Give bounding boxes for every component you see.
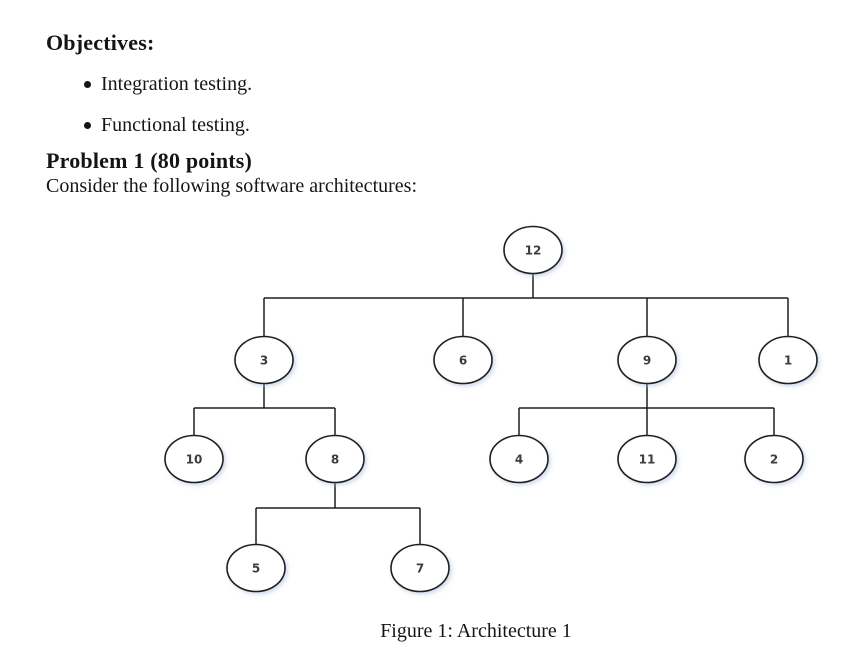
tree-node-10: 10 xyxy=(164,434,224,484)
node-circle xyxy=(234,335,294,385)
node-label: 10 xyxy=(186,453,203,467)
node-circle xyxy=(305,434,365,484)
tree-node-5: 5 xyxy=(226,543,286,593)
node-label: 2 xyxy=(770,453,778,467)
bullet-icon xyxy=(84,81,91,88)
node-label: 4 xyxy=(515,453,523,467)
node-label: 12 xyxy=(525,244,542,258)
bullet-label: Integration testing. xyxy=(101,73,253,95)
node-label: 9 xyxy=(643,354,651,368)
intro-text: Consider the following software architec… xyxy=(46,175,417,197)
tree-node-9: 9 xyxy=(617,335,677,385)
node-label: 8 xyxy=(331,453,339,467)
bullet-item-integration-testing: Integration testing. xyxy=(84,73,252,96)
figure-caption: Figure 1: Architecture 1 xyxy=(380,620,572,642)
tree-edges xyxy=(193,273,789,545)
node-circle xyxy=(617,434,677,484)
tree-node-7: 7 xyxy=(390,543,450,593)
node-circle xyxy=(164,434,224,484)
node-label: 3 xyxy=(260,354,268,368)
node-circle xyxy=(758,335,818,385)
tree-node-12: 12 xyxy=(503,225,563,275)
objectives-heading: Objectives: xyxy=(46,30,155,55)
node-circle xyxy=(617,335,677,385)
node-circle xyxy=(390,543,450,593)
node-circle xyxy=(489,434,549,484)
node-label: 5 xyxy=(252,562,260,576)
tree-node-6: 6 xyxy=(433,335,493,385)
tree-node-11: 11 xyxy=(617,434,677,484)
tree-node-2: 2 xyxy=(744,434,804,484)
node-circle xyxy=(503,225,563,275)
node-label: 1 xyxy=(784,354,792,368)
bullet-item-functional-testing: Functional testing. xyxy=(84,114,250,137)
tree-node-3: 3 xyxy=(234,335,294,385)
node-circle xyxy=(744,434,804,484)
node-label: 11 xyxy=(639,453,656,467)
node-circle xyxy=(433,335,493,385)
bullet-label: Functional testing. xyxy=(101,114,250,136)
node-label: 6 xyxy=(459,354,467,368)
node-circle xyxy=(226,543,286,593)
tree-node-8: 8 xyxy=(305,434,365,484)
tree-node-1: 1 xyxy=(758,335,818,385)
tree-node-4: 4 xyxy=(489,434,549,484)
node-label: 7 xyxy=(416,562,424,576)
bullet-icon xyxy=(84,122,91,129)
problem-heading: Problem 1 (80 points) xyxy=(46,148,253,173)
